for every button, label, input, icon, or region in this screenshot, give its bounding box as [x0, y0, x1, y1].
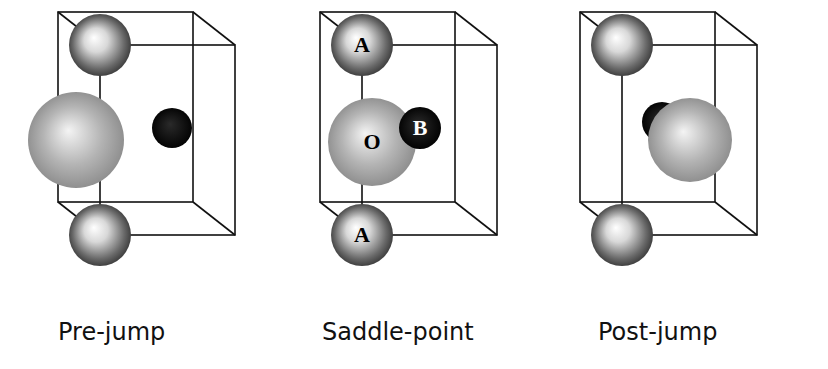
corner-atom — [69, 204, 131, 266]
atom-label: B — [413, 117, 428, 139]
panel-caption: Pre-jump — [58, 318, 165, 346]
cube-frame — [580, 12, 757, 235]
corner-atom — [591, 204, 653, 266]
corner-atom — [591, 14, 653, 76]
atom-label: A — [354, 34, 370, 56]
oxygen-atom — [28, 92, 124, 188]
sphere-fill — [331, 14, 393, 76]
b-atom: B — [399, 107, 441, 149]
panel-caption: Post-jump — [598, 318, 717, 346]
b-atom — [152, 108, 192, 148]
panel-caption: Saddle-point — [322, 318, 474, 346]
sphere-fill — [328, 98, 416, 186]
sphere-fill — [399, 107, 441, 149]
oxygen-atom: O — [328, 98, 416, 186]
atom-label: O — [363, 131, 380, 153]
corner-atom: A — [331, 14, 393, 76]
oxygen-atom — [648, 98, 732, 182]
corner-atom: A — [331, 204, 393, 266]
sphere-fill — [331, 204, 393, 266]
cube-frame — [320, 12, 497, 235]
corner-atom — [69, 14, 131, 76]
atom-label: A — [354, 224, 370, 246]
